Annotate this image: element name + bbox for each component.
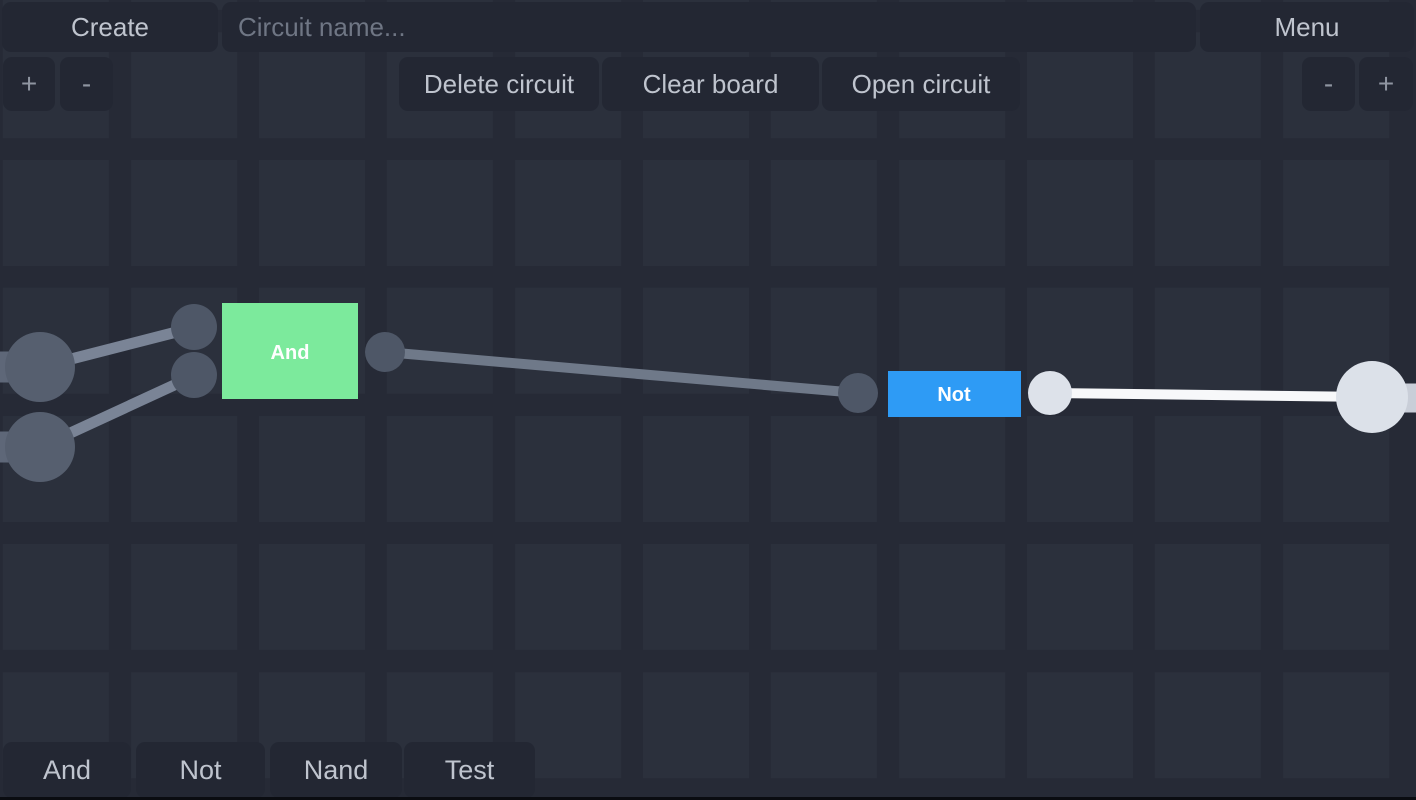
- input-node-1[interactable]: [5, 332, 75, 402]
- zoom-out-button-right[interactable]: -: [1302, 57, 1355, 111]
- not-gate-input-pin[interactable]: [838, 373, 878, 413]
- create-button[interactable]: Create: [2, 2, 218, 52]
- and-gate-output-pin[interactable]: [365, 332, 405, 372]
- not-gate[interactable]: Not: [888, 371, 1021, 417]
- wire-and-to-not[interactable]: [384, 347, 859, 398]
- bottom-edge-strip: [0, 797, 1416, 800]
- palette-item-and[interactable]: And: [3, 742, 131, 798]
- palette-item-test[interactable]: Test: [404, 742, 535, 798]
- palette-item-not[interactable]: Not: [136, 742, 265, 798]
- not-gate-body[interactable]: [888, 371, 1021, 417]
- and-gate-input-pin-1[interactable]: [171, 304, 217, 350]
- menu-button[interactable]: Menu: [1200, 2, 1414, 52]
- wire-not-to-output[interactable]: [1049, 388, 1373, 402]
- zoom-in-button-right[interactable]: +: [1359, 57, 1413, 111]
- circuit-name-input[interactable]: [222, 2, 1196, 52]
- palette-item-nand[interactable]: Nand: [270, 742, 402, 798]
- and-gate[interactable]: And: [222, 303, 358, 399]
- not-gate-output-pin[interactable]: [1028, 371, 1072, 415]
- not-gate-label: Not: [937, 384, 971, 406]
- clear-board-button[interactable]: Clear board: [602, 57, 819, 111]
- and-gate-label: And: [271, 342, 310, 364]
- and-gate-input-pin-2[interactable]: [171, 352, 217, 398]
- zoom-in-button-left[interactable]: +: [3, 57, 55, 111]
- input-node-2[interactable]: [5, 412, 75, 482]
- output-node[interactable]: [1336, 361, 1408, 433]
- and-gate-body[interactable]: [222, 303, 358, 399]
- zoom-out-button-left[interactable]: -: [60, 57, 113, 111]
- delete-circuit-button[interactable]: Delete circuit: [399, 57, 599, 111]
- open-circuit-button[interactable]: Open circuit: [822, 57, 1020, 111]
